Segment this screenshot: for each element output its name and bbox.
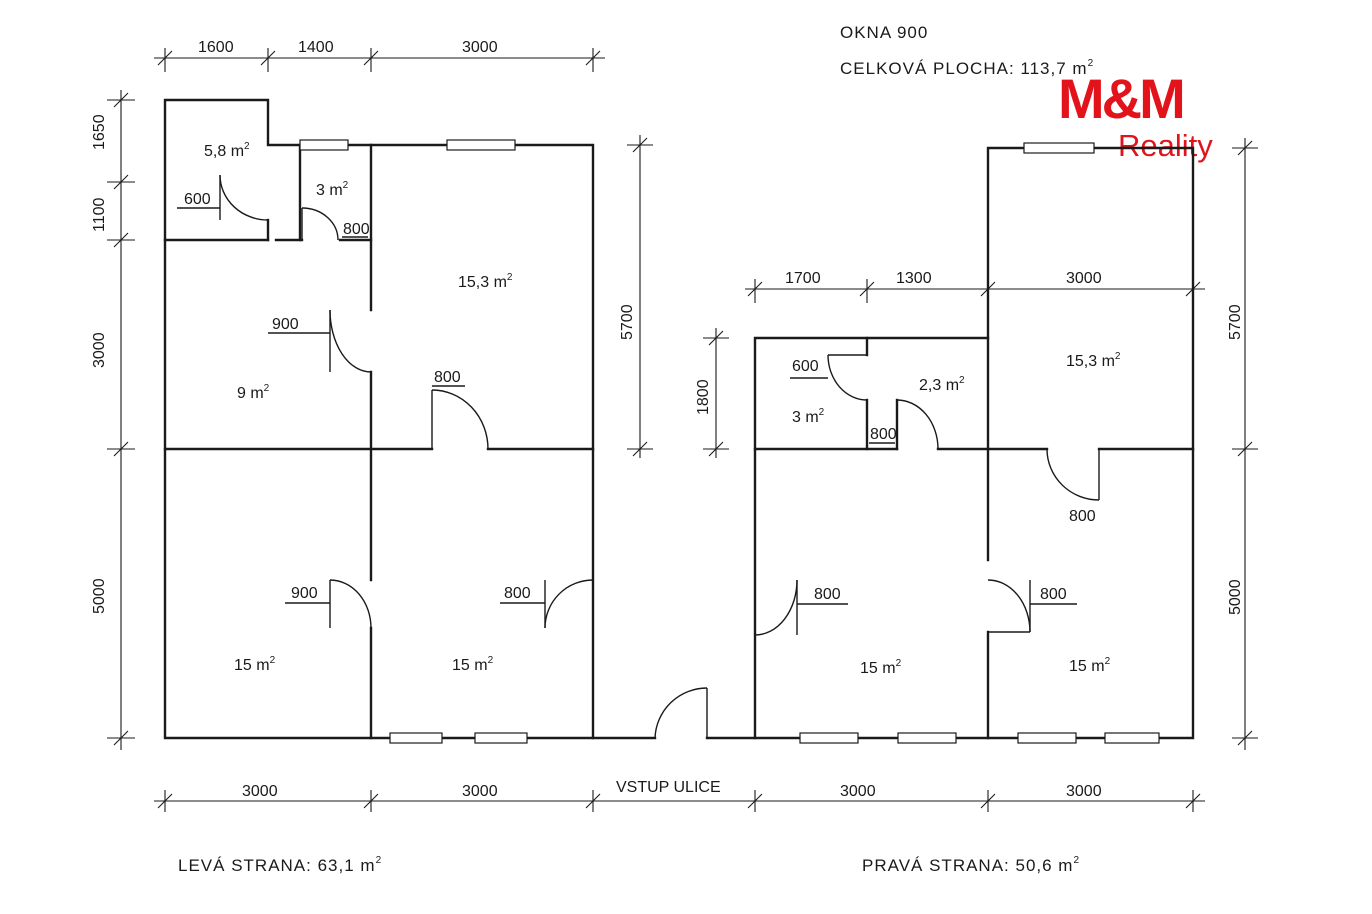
left-windows xyxy=(299,139,528,744)
dim-right-5000: 5000 xyxy=(1227,579,1244,615)
room-area: 15 m2 xyxy=(860,658,902,677)
total-area-label: CELKOVÁ PLOCHA: 113,7 m2 xyxy=(840,58,1094,78)
dim-left-1100: 1100 xyxy=(91,197,108,232)
dim-right-1700: 1700 xyxy=(785,270,821,287)
door-label: 600 xyxy=(792,358,819,375)
dimension-lines xyxy=(107,48,1258,812)
right-walls xyxy=(753,146,1195,740)
room-area: 9 m2 xyxy=(237,383,270,402)
door-label: 800 xyxy=(343,221,370,238)
dim-left-mid-5700: 5700 xyxy=(619,304,636,340)
left-side-total: LEVÁ STRANA: 63,1 m2 xyxy=(178,855,382,875)
dim-top-3000: 3000 xyxy=(462,39,498,56)
dimension-labels: 1600 1400 3000 1650 1100 3000 5000 5700 … xyxy=(91,39,1244,800)
room-area: 3 m2 xyxy=(792,407,825,426)
room-area: 15 m2 xyxy=(234,655,276,674)
dim-top-1600: 1600 xyxy=(198,39,234,56)
right-door-arcs xyxy=(754,354,1100,636)
dim-bottom-2: 3000 xyxy=(462,783,498,800)
dim-bottom-1: 3000 xyxy=(242,783,278,800)
door-label: 800 xyxy=(1069,508,1096,525)
mm-reality-logo: M&M Reality xyxy=(1058,67,1213,163)
dim-right-3000: 3000 xyxy=(1066,270,1102,287)
door-label: 800 xyxy=(434,369,461,386)
entrance-label: VSTUP ULICE xyxy=(616,779,721,796)
left-walls xyxy=(163,98,595,740)
windows-label: OKNA 900 xyxy=(840,23,928,42)
room-areas: 5,8 m2 3 m2 15,3 m2 9 m2 15 m2 15 m2 3 m… xyxy=(204,141,1121,677)
door-label: 600 xyxy=(184,191,211,208)
dim-bottom-4: 3000 xyxy=(1066,783,1102,800)
room-area: 15 m2 xyxy=(1069,656,1111,675)
logo-tagline: Reality xyxy=(1118,128,1213,163)
left-door-arcs xyxy=(219,174,594,629)
logo-brand: M&M xyxy=(1058,67,1183,130)
room-area: 15,3 m2 xyxy=(458,272,513,291)
dim-right-1300: 1300 xyxy=(896,270,932,287)
dim-left-1650: 1650 xyxy=(91,114,108,150)
door-label: 900 xyxy=(272,316,299,333)
room-area: 15 m2 xyxy=(452,655,494,674)
dim-right-5700: 5700 xyxy=(1227,304,1244,340)
dim-left-3000: 3000 xyxy=(91,332,108,368)
room-area: 15,3 m2 xyxy=(1066,351,1121,370)
door-label: 900 xyxy=(291,585,318,602)
door-label: 800 xyxy=(1040,586,1067,603)
room-area: 3 m2 xyxy=(316,180,349,199)
dim-left-5000: 5000 xyxy=(91,578,108,614)
right-side-total: PRAVÁ STRANA: 50,6 m2 xyxy=(862,855,1080,875)
dim-top-1400: 1400 xyxy=(298,39,334,56)
door-label: 800 xyxy=(870,426,897,443)
door-label: 800 xyxy=(814,586,841,603)
right-windows xyxy=(799,142,1160,744)
entrance-door xyxy=(591,687,757,740)
room-area: 2,3 m2 xyxy=(919,375,965,394)
dim-right-1800: 1800 xyxy=(695,379,712,415)
room-area: 5,8 m2 xyxy=(204,141,250,160)
door-labels: 600 800 900 800 900 800 600 800 800 800 … xyxy=(184,191,1096,603)
dim-bottom-3: 3000 xyxy=(840,783,876,800)
door-label: 800 xyxy=(504,585,531,602)
